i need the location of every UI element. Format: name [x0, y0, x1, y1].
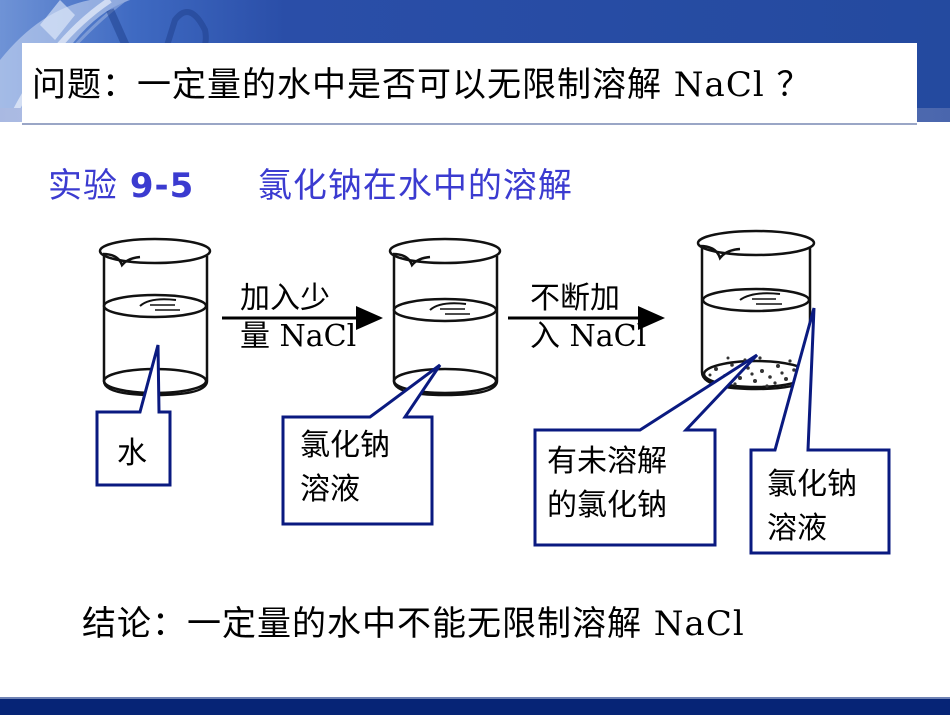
- conclusion-text: 结论：一定量的水中不能无限制溶解 NaCl: [82, 604, 745, 644]
- callout-solution-line-1: 氯化钠: [300, 428, 390, 463]
- footer-band: [0, 697, 950, 715]
- callout-undissolved-line-1: 有未溶解: [547, 444, 667, 479]
- experiment-number: 9-5: [129, 166, 195, 206]
- callout-saturated-line-2: 溶液: [767, 511, 827, 546]
- experiment-title: 实验 9-5 氯化钠在水中的溶解: [48, 158, 573, 207]
- question-title-box: 问题：一定量的水中是否可以无限制溶解 NaCl ？: [22, 43, 917, 123]
- callout-solution-box: [281, 363, 442, 526]
- callout-saturated-solution-label: 氯化钠 溶液: [767, 463, 857, 551]
- callout-saturated-solution-box: [749, 307, 891, 555]
- callout-undissolved-box: [533, 353, 759, 547]
- step-2-line-1: 不断加: [530, 281, 620, 316]
- step-1-label: 加入少 量 NaCl: [240, 280, 356, 356]
- experiment-label: 实验: [48, 166, 118, 206]
- question-title: 问题：一定量的水中是否可以无限制溶解 NaCl ？: [32, 65, 812, 105]
- beaker-solution: [388, 237, 502, 397]
- callout-water-box: [95, 344, 172, 487]
- step-2-line-2: 入 NaCl: [530, 319, 647, 354]
- step-1-line-2: 量 NaCl: [240, 319, 357, 354]
- callout-water-label: 水: [117, 436, 147, 471]
- callout-saturated-line-1: 氯化钠: [767, 467, 857, 502]
- callout-undissolved-line-2: 的氯化钠: [547, 488, 667, 523]
- step-2-label: 不断加 入 NaCl: [530, 280, 646, 356]
- callout-undissolved-label: 有未溶解 的氯化钠: [547, 440, 667, 528]
- experiment-name: 氯化钠在水中的溶解: [257, 166, 573, 206]
- beaker-saturated: [696, 229, 816, 391]
- callout-solution-label: 氯化钠 溶液: [300, 424, 390, 512]
- callout-solution-line-2: 溶液: [300, 472, 360, 507]
- step-1-line-1: 加入少: [240, 281, 330, 316]
